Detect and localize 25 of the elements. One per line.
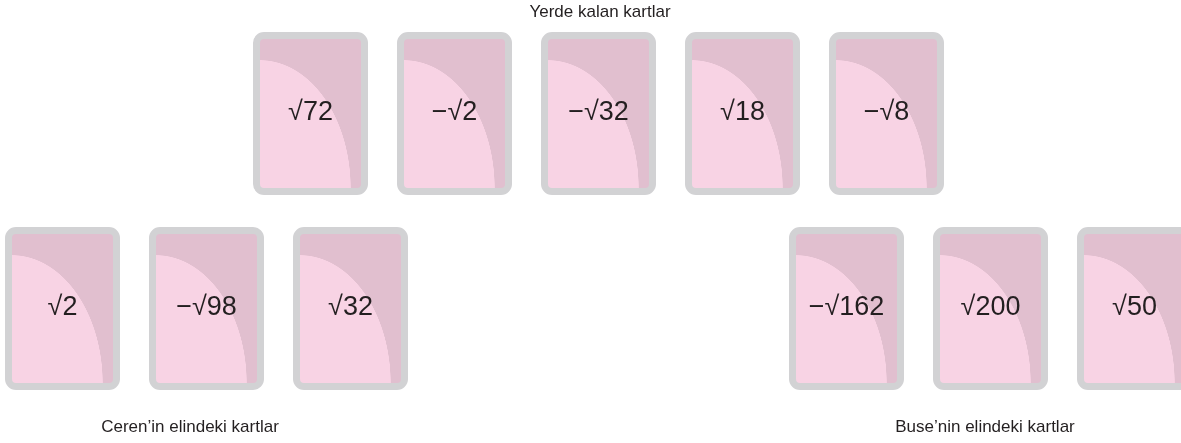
card-value: √200 (960, 291, 1021, 322)
group-caption: Ceren’in elindeki kartlar (101, 417, 279, 437)
card-value: √2 (47, 291, 78, 322)
card-value: √32 (328, 291, 373, 322)
card-value: −√32 (568, 96, 629, 127)
card-value: √72 (288, 96, 333, 127)
number-card (685, 32, 800, 195)
number-card (253, 32, 368, 195)
number-card (149, 227, 264, 390)
number-card (1077, 227, 1181, 390)
card-value: √18 (720, 96, 765, 127)
group-caption: Buse’nin elindeki kartlar (895, 417, 1075, 437)
number-card (541, 32, 656, 195)
card-value: −√8 (863, 96, 910, 127)
number-card (789, 227, 904, 390)
card-value: −√162 (808, 291, 885, 322)
number-card (5, 227, 120, 390)
card-value: −√98 (176, 291, 237, 322)
number-card (933, 227, 1048, 390)
card-value: −√2 (431, 96, 478, 127)
number-card (829, 32, 944, 195)
card-value: √50 (1112, 291, 1157, 322)
number-card (397, 32, 512, 195)
number-card (293, 227, 408, 390)
group-caption: Yerde kalan kartlar (529, 2, 671, 22)
